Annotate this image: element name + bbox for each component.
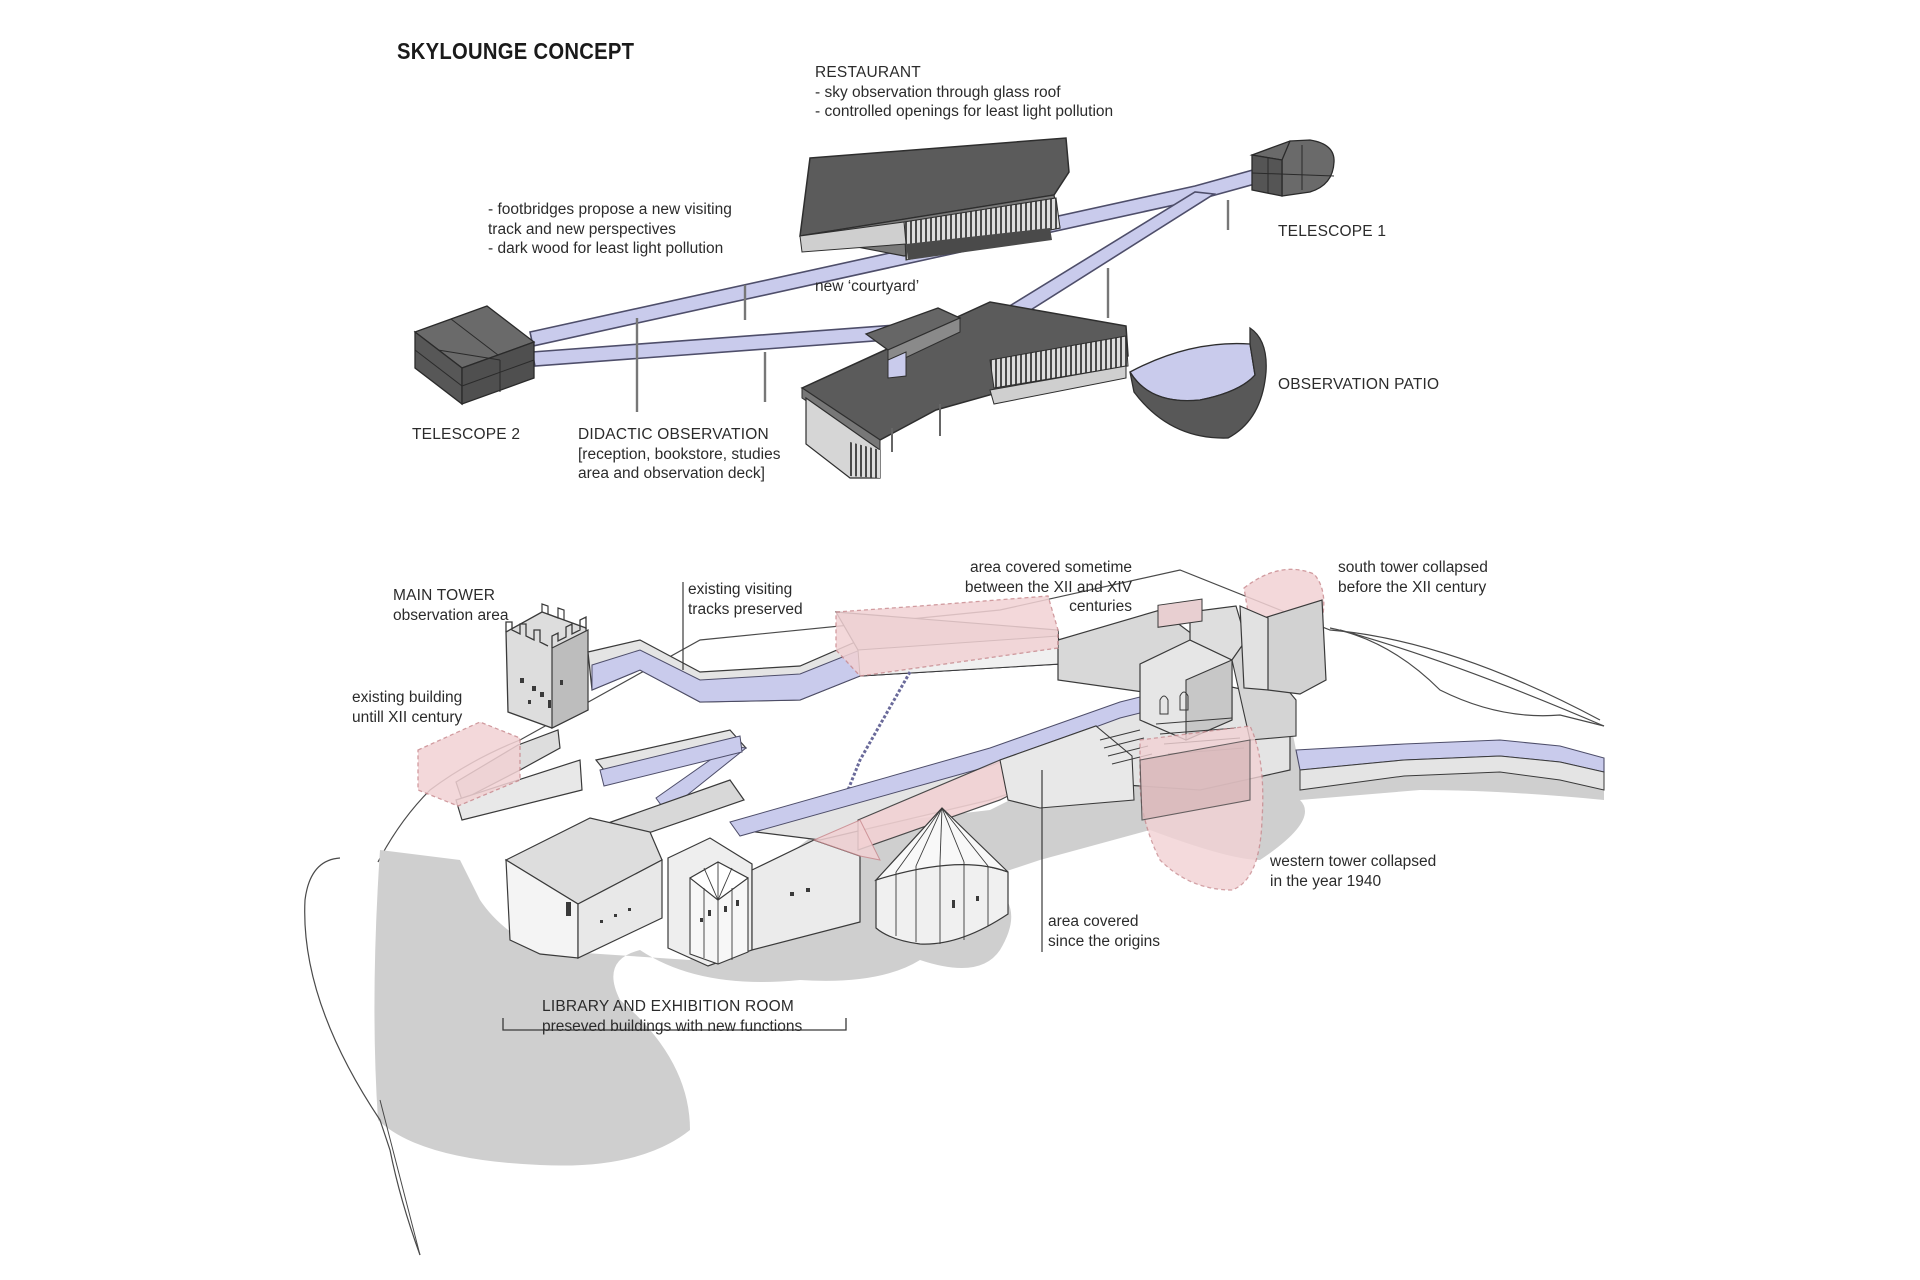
label-restaurant-heading: RESTAURANT [815, 64, 921, 81]
label-south-tower-line-2: before the XII century [1338, 578, 1487, 596]
label-footbridges-line-3: - dark wood for least light pollution [488, 240, 724, 257]
footbridge-piers [635, 200, 1230, 412]
label-south-tower-line-1: south tower collapsed [1338, 559, 1488, 576]
collapsed-area-xii-xiv [835, 595, 1059, 677]
label-south-tower: south tower collapsed before the XII cen… [1338, 558, 1488, 597]
label-restaurant-line-1: - sky observation through glass roof [815, 83, 1061, 101]
label-area-origins-line-1: area covered [1048, 913, 1139, 930]
observation-patio-volume [1129, 326, 1267, 439]
label-western-tower: western tower collapsed in the year 1940 [1270, 852, 1436, 891]
label-existing-building: existing building untill XII century [352, 688, 462, 727]
label-area-xii-xiv-line-2: between the XII and XIV [964, 578, 1132, 596]
label-didactic-heading: DIDACTIC OBSERVATION [578, 426, 769, 443]
existing-building-xii [417, 721, 521, 807]
label-observation-patio: OBSERVATION PATIO [1278, 376, 1440, 393]
label-existing-tracks-line-1: existing visiting [688, 581, 793, 598]
label-restaurant-line-2: - controlled openings for least light po… [815, 103, 1114, 120]
leader-lines [682, 582, 1043, 952]
label-area-xii-xiv: area covered sometime between the XII an… [932, 558, 1132, 617]
label-western-tower-line-1: western tower collapsed [1270, 853, 1437, 870]
label-main-tower: MAIN TOWER observation area [393, 586, 508, 625]
label-library-heading: LIBRARY AND EXHIBITION ROOM [542, 998, 795, 1015]
label-area-origins-line-2: since the origins [1048, 932, 1161, 950]
label-courtyard: new ‘courtyard’ [815, 278, 920, 295]
label-didactic-line-1: [reception, bookstore, studies [578, 445, 781, 463]
label-existing-building-line-1: existing building [352, 689, 463, 706]
label-library: LIBRARY AND EXHIBITION ROOM preseved bui… [542, 997, 802, 1036]
label-footbridges-line-1: - footbridges propose a new visiting [488, 201, 732, 218]
diagram-title: SKYLOUNGE CONCEPT [397, 38, 635, 64]
east-outer-track [1295, 739, 1605, 791]
label-area-origins: area covered since the origins [1048, 912, 1160, 951]
label-footbridges: - footbridges propose a new visiting tra… [488, 200, 732, 259]
label-existing-tracks: existing visiting tracks preserved [688, 580, 803, 619]
label-area-xii-xiv-line-1: area covered sometime [970, 559, 1132, 576]
didactic-volume [800, 301, 1129, 479]
label-library-line-1: preseved buildings with new functions [542, 1017, 803, 1035]
library-buildings [502, 807, 1009, 1031]
ground-shadow [374, 720, 1604, 1166]
castle-ruins [304, 568, 1605, 1256]
label-existing-tracks-line-2: tracks preserved [688, 600, 803, 618]
label-restaurant: RESTAURANT - sky observation through gla… [815, 63, 1113, 122]
label-area-xii-xiv-line-3: centuries [1069, 598, 1132, 615]
label-telescope-2: TELESCOPE 2 [412, 426, 521, 443]
label-western-tower-line-2: in the year 1940 [1270, 872, 1382, 890]
label-existing-building-line-2: untill XII century [352, 708, 463, 726]
label-telescope-1: TELESCOPE 1 [1278, 223, 1387, 240]
main-tower [505, 603, 589, 729]
telescope-2-volume [413, 305, 536, 406]
label-didactic-line-2: area and observation deck] [578, 465, 765, 482]
label-main-tower-heading: MAIN TOWER [393, 587, 496, 604]
label-footbridges-line-2: track and new perspectives [488, 220, 676, 238]
skylounge-volumes [413, 137, 1335, 479]
telescope-1-volume [1249, 139, 1335, 197]
south-tower [1239, 568, 1327, 695]
label-didactic-observation: DIDACTIC OBSERVATION [reception, booksto… [578, 425, 780, 484]
restaurant-volume [799, 137, 1070, 261]
label-main-tower-line-1: observation area [393, 606, 509, 624]
